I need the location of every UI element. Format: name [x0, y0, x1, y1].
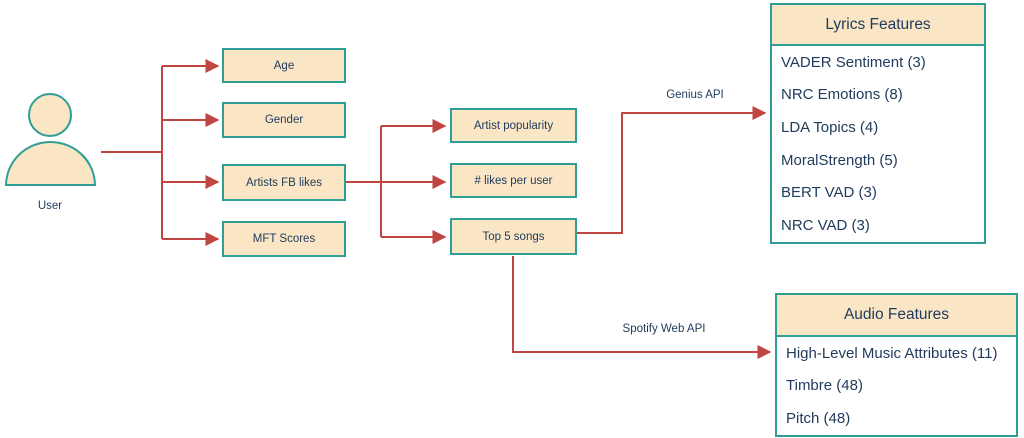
user-label: User [37, 200, 63, 212]
edge-spotify-api [512, 256, 772, 359]
node-age: Age [222, 48, 346, 83]
node-top5-songs: Top 5 songs [450, 218, 577, 255]
node-mft-scores: MFT Scores [222, 221, 346, 257]
lyrics-feature-item: MoralStrength (5) [781, 151, 898, 169]
audio-feature-item: High-Level Music Attributes (11) [786, 344, 998, 362]
spotify-api-label: Spotify Web API [611, 323, 717, 335]
lyrics-feature-item: NRC Emotions (8) [781, 86, 903, 104]
lyrics-features-box: Lyrics Features VADER Sentiment (3) NRC … [770, 3, 986, 244]
genius-api-label: Genius API [652, 89, 738, 101]
audio-feature-item: Pitch (48) [786, 409, 851, 427]
audio-features-box: Audio Features High-Level Music Attribut… [775, 293, 1018, 437]
audio-feature-item: Timbre (48) [786, 377, 863, 395]
audio-features-title: Audio Features [777, 295, 1016, 337]
lyrics-feature-item: BERT VAD (3) [781, 184, 877, 202]
lyrics-feature-item: LDA Topics (4) [781, 118, 879, 136]
node-artists-fb-likes: Artists FB likes [222, 164, 346, 201]
lyrics-features-title: Lyrics Features [772, 5, 984, 46]
user-icon-body [5, 141, 96, 186]
node-gender: Gender [222, 102, 346, 138]
node-likes-per-user: # likes per user [450, 163, 577, 198]
node-artist-popularity: Artist popularity [450, 108, 577, 143]
user-icon-head [28, 93, 72, 137]
edge-genius-api [577, 106, 767, 234]
lyrics-feature-item: NRC VAD (3) [781, 216, 870, 234]
lyrics-feature-item: VADER Sentiment (3) [781, 53, 926, 71]
